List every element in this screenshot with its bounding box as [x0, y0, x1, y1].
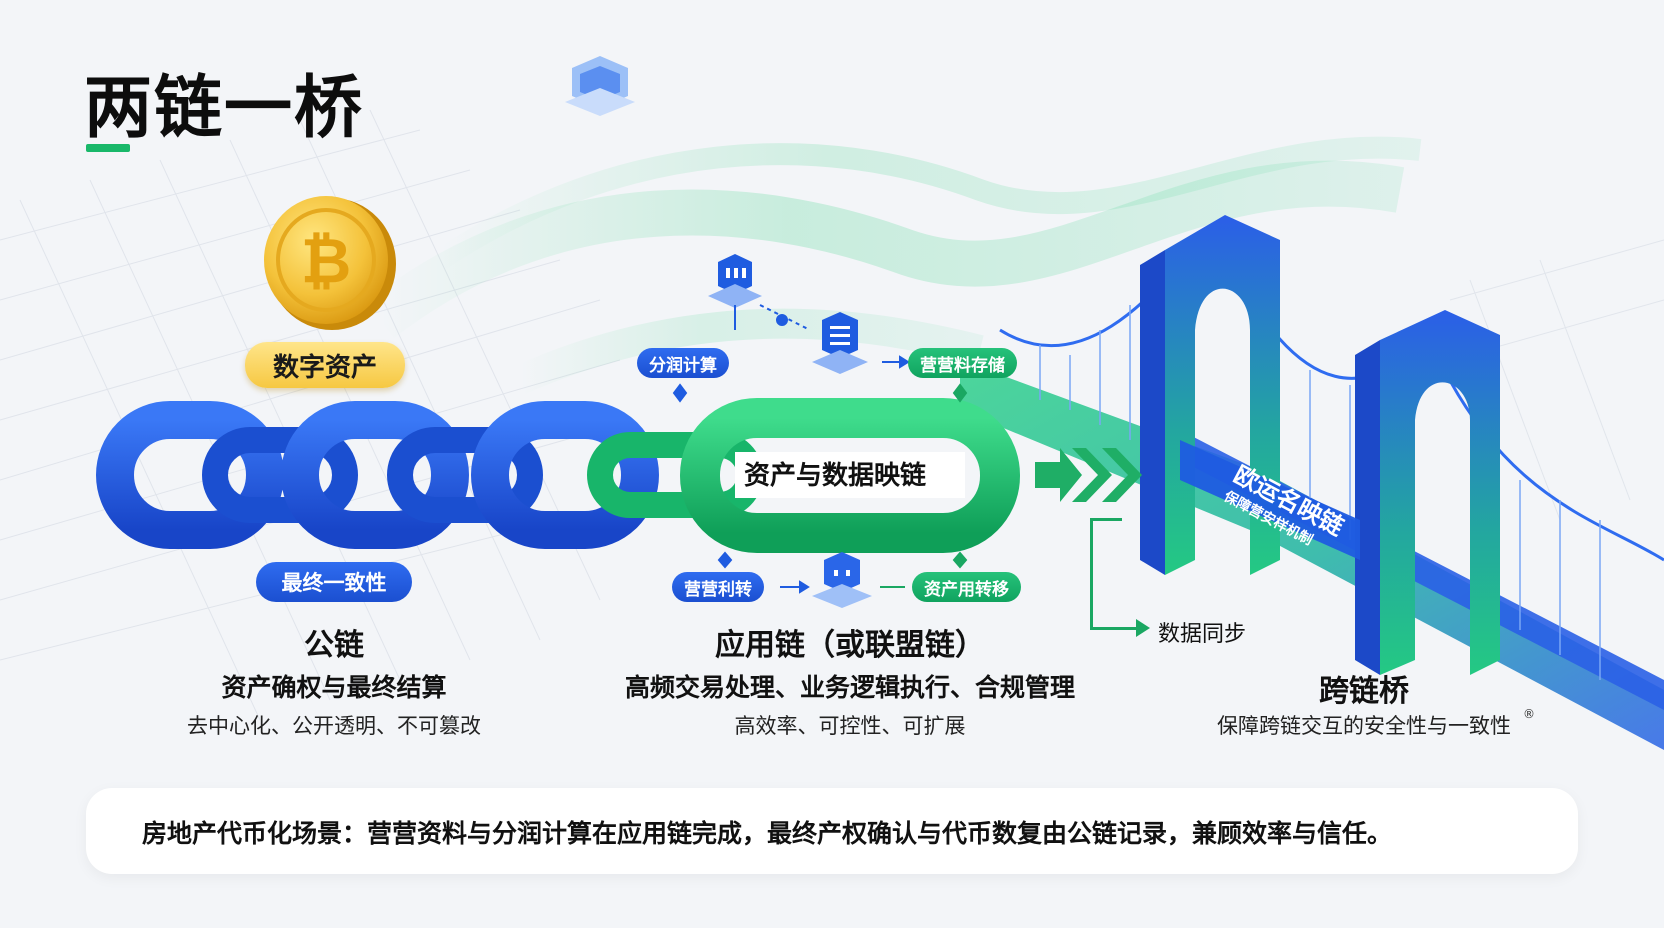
scenario-note: 房地产代币化场景：营营资料与分润计算在应用链完成，最终产权确认与代币数复由公链记…: [142, 819, 1393, 848]
app-chain-desc: 高效率、可控性、可扩展: [734, 714, 966, 738]
cube-icon-topleft: [708, 254, 762, 308]
data-storage-tag: 营营料存储: [908, 348, 1017, 378]
scenario-note-box: 房地产代币化场景：营营资料与分润计算在应用链完成，最终产权确认与代币数复由公链记…: [86, 788, 1578, 874]
svg-text:₿: ₿: [301, 224, 352, 297]
page-title: 两链一桥: [84, 69, 365, 148]
bridge-name: 跨链桥: [1319, 674, 1409, 709]
operation-tag: 营营利转: [672, 572, 764, 602]
data-sync-label: 数据同步: [1158, 622, 1247, 647]
app-chain-subtitle: 高频交易处理、业务逻辑执行、合规管理: [624, 673, 1075, 702]
sync-connector-horizontal: [1090, 627, 1140, 630]
digital-asset-pill: 数字资产: [245, 342, 405, 388]
bridge-desc: 保障跨链交互的安全性与一致性: [1217, 714, 1511, 738]
title-underline: [86, 144, 130, 152]
asset-transfer-tag: 资产用转移: [912, 572, 1021, 602]
public-chain-name: 公链: [304, 628, 364, 663]
finality-tag: 最终一致性: [256, 562, 412, 602]
sync-connector-vertical: [1090, 518, 1093, 630]
profit-calc-tag: 分润计算: [637, 348, 729, 378]
coin-icon: [264, 196, 388, 324]
sync-arrow-icon: [1136, 619, 1150, 637]
cube-icon-bottom: [812, 552, 872, 608]
sync-connector-top: [1090, 518, 1122, 521]
mapping-chain-label: 资产与数据映链: [740, 455, 931, 492]
registered-mark: ®: [1523, 707, 1535, 721]
server-icon: [812, 312, 868, 374]
public-chain-subtitle: 资产确权与最终结算: [221, 673, 447, 702]
app-chain-name: 应用链（或联盟链）: [715, 628, 985, 663]
public-chain-desc: 去中心化、公开透明、不可篡改: [187, 714, 481, 738]
